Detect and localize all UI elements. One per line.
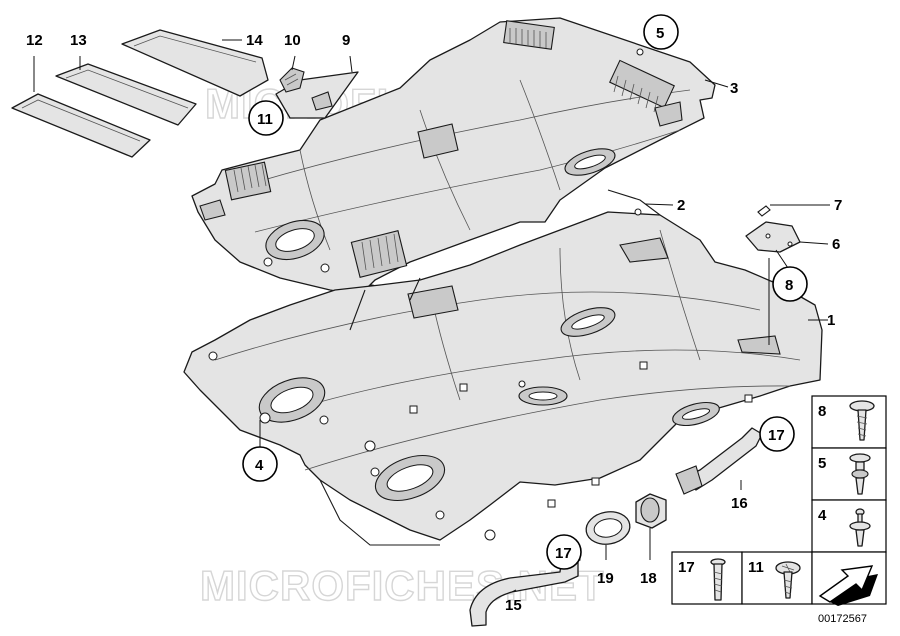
legend-cell-5 (811, 447, 887, 501)
callout-8: 8 (785, 277, 793, 294)
legend-label-4: 4 (818, 507, 827, 524)
callout-5: 5 (656, 25, 664, 42)
callout-4: 4 (255, 457, 264, 474)
legend-label-17: 17 (678, 559, 695, 576)
legend-label-8: 8 (818, 403, 826, 420)
legend-cell-4 (811, 499, 887, 553)
legend-cell-11 (741, 551, 813, 605)
callout-9: 9 (342, 32, 350, 49)
callout-4-circle (242, 446, 278, 482)
sound-insulation-13 (55, 63, 197, 126)
headliner-panel-top (191, 17, 716, 296)
callout-15: 15 (505, 597, 522, 614)
callout-19: 19 (597, 570, 614, 587)
grab-handle-16 (675, 427, 763, 495)
callout-17b-circle (546, 534, 582, 570)
headliner-panel-rear (319, 189, 661, 546)
callout-3: 3 (730, 80, 738, 97)
callout-11: 11 (257, 111, 273, 128)
callout-17b: 17 (555, 545, 572, 562)
callout-5-circle (643, 14, 679, 50)
screw-icon (849, 400, 875, 441)
callouts: 1 2 3 4 5 6 7 8 9 10 11 12 13 14 15 16 1… (26, 14, 842, 614)
vent-grille-1 (503, 20, 555, 50)
flange-screw-icon (775, 561, 801, 599)
vent-grille-3 (224, 161, 272, 201)
legend-label-5: 5 (818, 455, 826, 472)
expanding-rivet-icon (849, 453, 871, 495)
callout-6: 6 (832, 236, 840, 253)
vent-grille-4 (350, 230, 408, 278)
arrow-icon (818, 565, 878, 606)
callout-11-circle (248, 100, 284, 136)
callout-14: 14 (246, 32, 263, 49)
clip-10 (279, 67, 305, 93)
callout-10: 10 (284, 32, 301, 49)
sound-insulation-14 (121, 29, 269, 97)
headliner-panel-main (183, 208, 823, 541)
sound-insulation-12 (11, 93, 151, 158)
callout-12: 12 (26, 32, 43, 49)
callout-17a: 17 (768, 427, 785, 444)
legend-cell-17 (671, 551, 743, 605)
bolt-icon (710, 558, 726, 601)
callout-8-circle (772, 266, 808, 302)
callout-1: 1 (827, 312, 835, 329)
fastener-legend: 8 5 4 17 11 (671, 395, 887, 625)
spring-7 (757, 205, 771, 217)
callout-2: 2 (677, 197, 685, 214)
callout-16: 16 (731, 495, 748, 512)
leader-lines (33, 39, 830, 593)
vent-grille-2 (609, 59, 675, 113)
callout-13: 13 (70, 32, 87, 49)
document-number: 00172567 (818, 613, 867, 625)
clip-rivet-icon (849, 508, 871, 547)
callout-17a-circle (759, 416, 795, 452)
cover-18 (635, 493, 667, 529)
legend-label-11: 11 (748, 559, 764, 576)
ring-19 (585, 511, 631, 545)
callout-7: 7 (834, 197, 842, 214)
callout-18: 18 (640, 570, 657, 587)
plate-6 (745, 221, 801, 253)
